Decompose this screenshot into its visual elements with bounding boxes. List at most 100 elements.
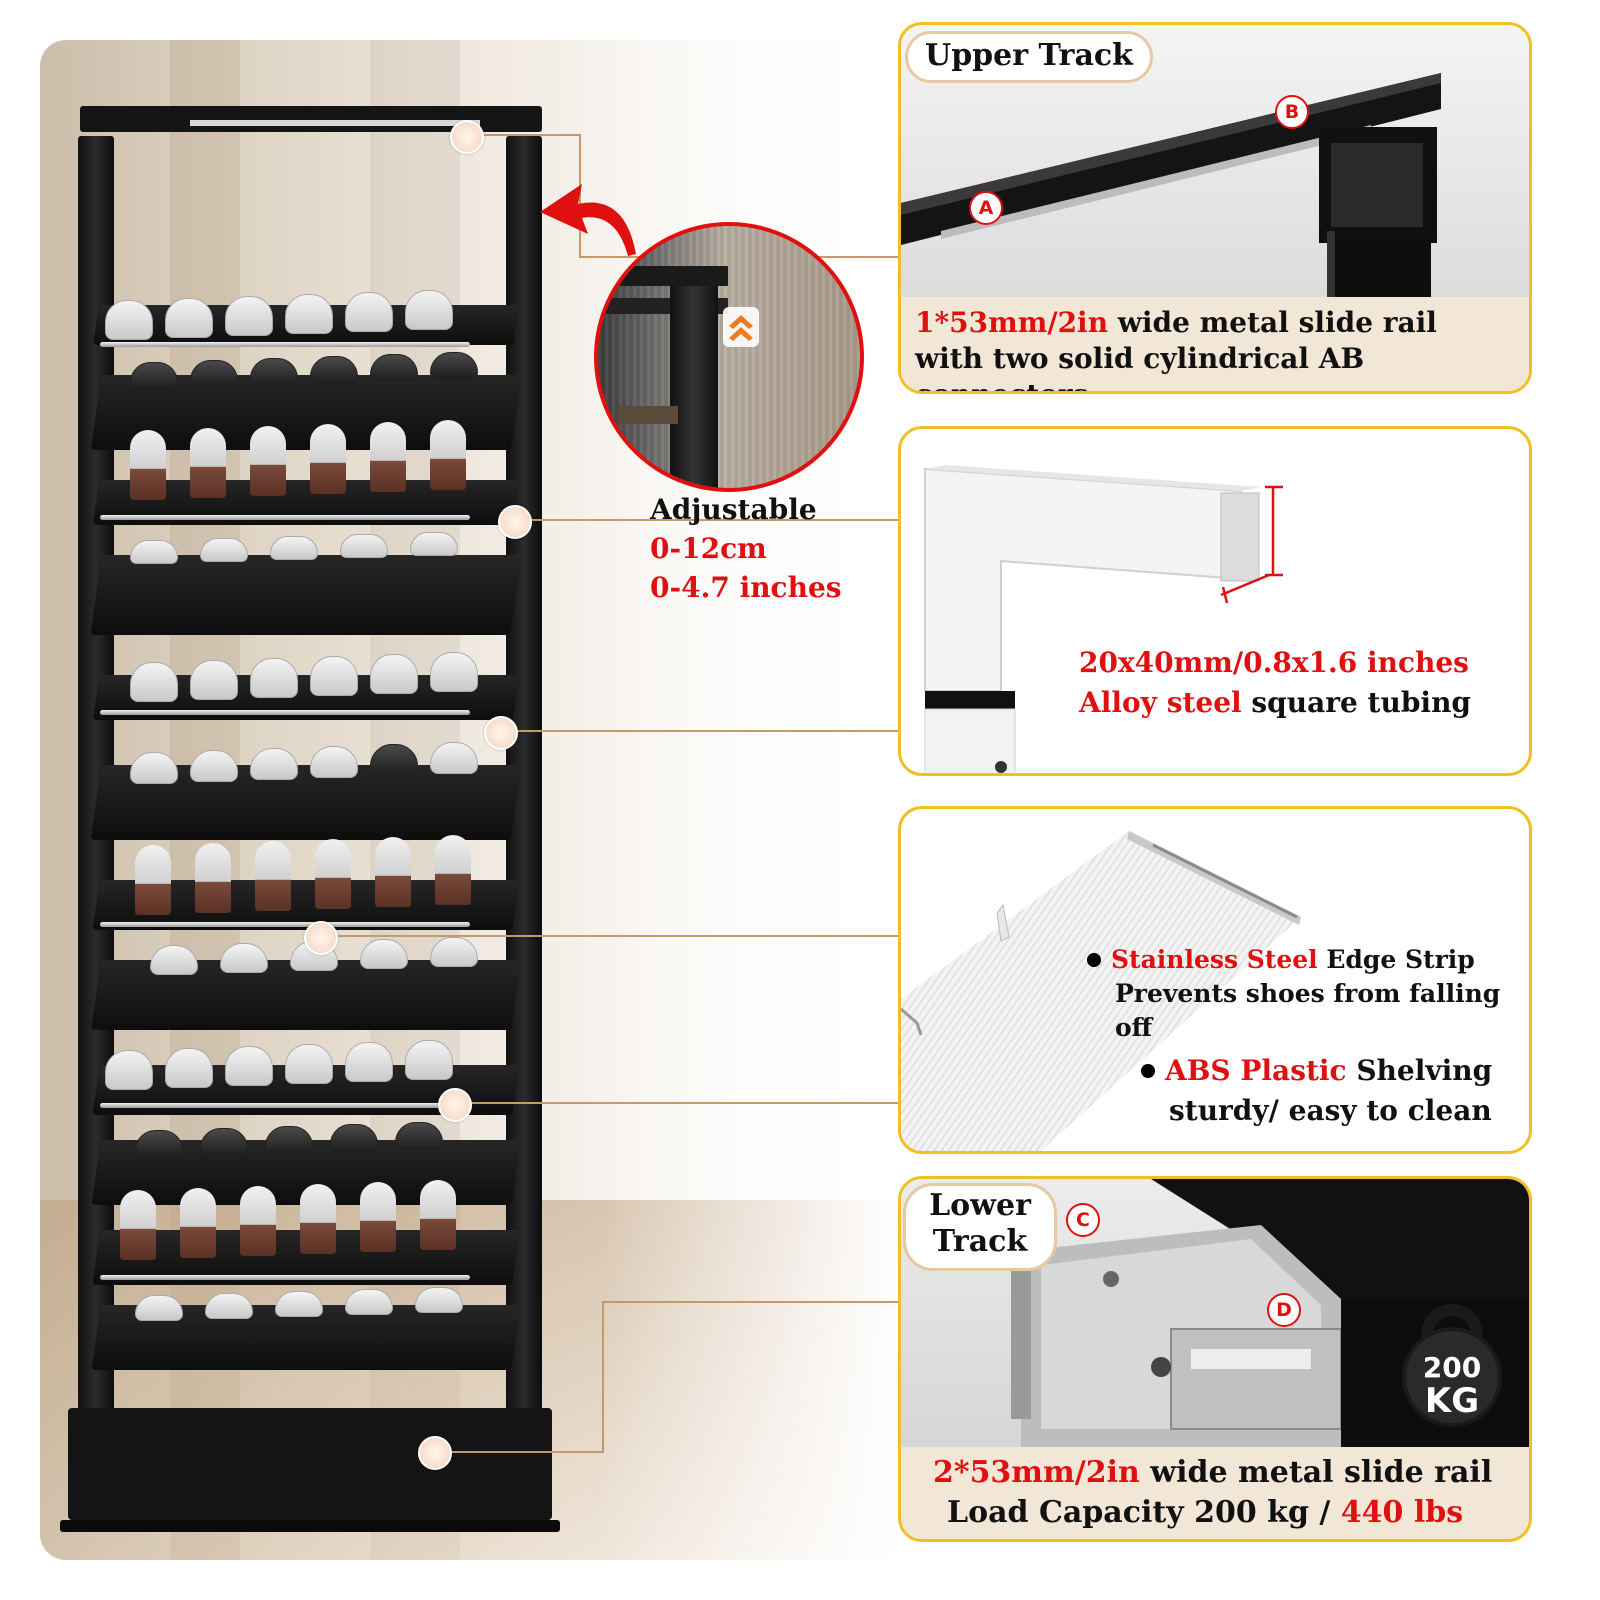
shoe [265, 1126, 313, 1154]
marker-c: C [1066, 1203, 1100, 1237]
bullet [1087, 952, 1101, 967]
kettlebell-shape [1402, 1304, 1502, 1427]
shoe [200, 1128, 248, 1156]
rack-base [68, 1408, 552, 1520]
shoe [360, 1182, 396, 1252]
shoe [285, 294, 333, 334]
shoe [135, 845, 171, 915]
tubing-panel: 20x40mm/0.8x1.6 inches Alloy steel squar… [898, 426, 1532, 776]
shoe [310, 424, 346, 494]
load-capacity-text: Load Capacity 200 kg / [947, 1495, 1341, 1530]
shoe [310, 656, 358, 696]
shoe [250, 748, 298, 780]
shoe [105, 300, 153, 340]
upper-track-caption-line1: 1*53mm/2in wide metal slide rail [915, 305, 1529, 341]
shoe [150, 945, 198, 975]
shoe [395, 1122, 443, 1150]
shelving-line2: sturdy/ easy to clean [1169, 1094, 1492, 1127]
chevron-up-icon [723, 307, 759, 347]
upper-track-caption-rest: wide metal slide rail [1108, 306, 1437, 339]
shoe [430, 742, 478, 774]
lower-track-size: 2*53mm/2in [933, 1455, 1140, 1490]
shoe [165, 298, 213, 338]
shoe [205, 1293, 253, 1319]
shoe [240, 1186, 276, 1256]
shoe [300, 1184, 336, 1254]
callout-dot-upper-track [450, 120, 484, 154]
edge-strip-line1: Stainless Steel Edge Strip [1087, 943, 1529, 977]
shoe-rack [60, 100, 560, 1540]
leader-line [528, 519, 900, 521]
shoe [345, 292, 393, 332]
shoe [370, 354, 418, 382]
shoe [180, 1188, 216, 1258]
upper-track-caption: 1*53mm/2in wide metal slide rail with tw… [915, 305, 1529, 391]
shoe [345, 1289, 393, 1315]
shoe [405, 290, 453, 330]
shelving-rest: Shelving [1346, 1054, 1493, 1087]
adjustable-range-cm: 0-12cm [650, 532, 767, 565]
shoe [430, 352, 478, 380]
lower-track-label-line2: Track [932, 1224, 1028, 1259]
shoe [435, 835, 471, 905]
upper-track-slot [190, 120, 480, 126]
callout-dot-edge-strip [304, 921, 338, 955]
edge-strip-material: Stainless Steel [1111, 945, 1318, 974]
adjustment-zoom-view [594, 222, 864, 492]
leader-line [334, 935, 900, 937]
shoe [430, 652, 478, 692]
shoe [430, 937, 478, 967]
shoe [255, 841, 291, 911]
shoe [225, 1046, 273, 1086]
shoe [225, 296, 273, 336]
callout-dot-adjustable [498, 505, 532, 539]
leader-line [514, 730, 900, 732]
weight-unit: KG [1424, 1381, 1480, 1421]
upper-track-caption-bg [901, 297, 1529, 391]
upper-track-photo: A B [901, 25, 1529, 297]
shoe [130, 540, 178, 564]
shoe [190, 428, 226, 498]
shoe [130, 362, 178, 390]
shoe [405, 1040, 453, 1080]
callout-dot-shelving [438, 1088, 472, 1122]
tubing-dimension: 20x40mm/0.8x1.6 inches [1079, 646, 1469, 679]
callout-dot-lower-track [418, 1436, 452, 1470]
shoe [310, 356, 358, 384]
upper-track-caption-line2: with two solid cylindrical AB connectors [915, 342, 1365, 391]
lower-track-label: Lower Track [903, 1183, 1057, 1271]
shoe [200, 538, 248, 562]
leader-line [579, 134, 581, 258]
shoe [250, 426, 286, 496]
tubing-material-rest: square tubing [1241, 686, 1472, 719]
lower-track-caption-line2: Load Capacity 200 kg / 440 lbs [933, 1493, 1492, 1533]
shoe [130, 752, 178, 784]
bullet [1141, 1063, 1155, 1078]
lower-track-beam [60, 1520, 560, 1532]
shoe [135, 1130, 183, 1158]
tubing-caption: 20x40mm/0.8x1.6 inches Alloy steel squar… [1079, 643, 1471, 723]
shoe [250, 658, 298, 698]
zoom-beam [608, 266, 728, 286]
upper-track-label: Upper Track [905, 31, 1153, 83]
edge-strip [100, 515, 470, 520]
tubing-material: Alloy steel square tubing [1079, 683, 1471, 723]
shoe [165, 1048, 213, 1088]
shoe [370, 744, 418, 776]
shoe [370, 654, 418, 694]
tubing-graphic [924, 465, 1283, 773]
shoe [415, 1287, 463, 1313]
lower-track-label-line1: Lower [929, 1188, 1031, 1223]
shoe [430, 420, 466, 490]
shelf-panel: Stainless Steel Edge Strip Prevents shoe… [898, 806, 1532, 1154]
shoe [360, 939, 408, 969]
shoe [410, 532, 458, 556]
lower-track-caption-bg [901, 1447, 1529, 1539]
adjustable-label: Adjustable [650, 493, 817, 526]
leader-line [602, 1301, 900, 1303]
edge-strip [100, 1275, 470, 1280]
edge-strip-line2: Prevents shoes from falling off [1115, 979, 1501, 1042]
marker-d: D [1267, 1293, 1301, 1327]
shelving-material: ABS Plastic [1165, 1054, 1347, 1087]
upper-track-size: 1*53mm/2in [915, 306, 1109, 339]
